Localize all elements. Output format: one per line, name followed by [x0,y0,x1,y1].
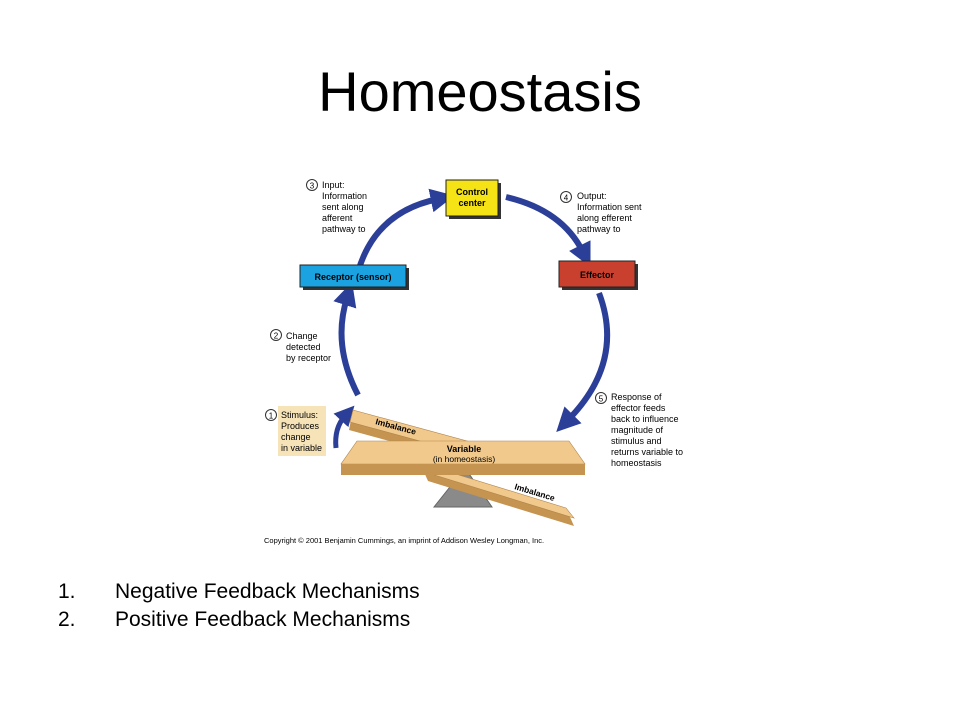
feedback-list: 1. Negative Feedback Mechanisms 2. Posit… [58,578,420,634]
svg-text:change: change [281,432,311,442]
list-item: 1. Negative Feedback Mechanisms [58,578,420,606]
variable-sublabel: (in homeostasis) [433,454,496,464]
control-center-label: Control [456,187,488,197]
step-2-change-detected: 2 Change detected by receptor [270,329,331,363]
svg-text:homeostasis: homeostasis [611,458,662,468]
step-3-input: 3 Input: Information sent along afferent… [306,179,367,234]
arrow-stimulus [333,405,355,449]
list-item-text: Positive Feedback Mechanisms [115,608,411,631]
svg-text:Change: Change [286,331,318,341]
plank-level-edge [341,464,585,475]
svg-text:pathway to: pathway to [577,224,621,234]
svg-text:Stimulus:: Stimulus: [281,410,318,420]
svg-text:in variable: in variable [281,443,322,453]
step-4-output: 4 Output: Information sent along efferen… [560,191,642,234]
svg-text:3: 3 [310,182,315,191]
svg-text:detected: detected [286,342,321,352]
svg-text:back to influence: back to influence [611,414,679,424]
svg-text:Information sent: Information sent [577,202,642,212]
effector-label: Effector [580,270,615,280]
svg-text:1: 1 [269,412,274,421]
svg-text:afferent: afferent [322,213,353,223]
arrow-effector-to-variable [556,291,611,432]
svg-text:2: 2 [274,332,279,341]
receptor-label: Receptor (sensor) [314,272,391,282]
svg-text:by receptor: by receptor [286,353,331,363]
arrow-input-to-control [355,188,455,273]
svg-text:Information: Information [322,191,367,201]
arrow-variable-to-receptor [333,281,361,397]
seesaw: Variable (in homeostasis) Imbalance Imba… [340,409,586,526]
step-5-response: 5 Response of effector feeds back to inf… [595,392,683,468]
step-1-stimulus: 1 Stimulus: Produces change in variable [265,406,326,456]
step-number-5 [595,392,607,404]
step-number-4 [560,191,572,203]
svg-text:Response of: Response of [611,392,662,402]
list-item-text: Negative Feedback Mechanisms [115,580,420,603]
svg-text:sent along: sent along [322,202,364,212]
list-item-number: 1. [58,580,76,603]
svg-text:along efferent: along efferent [577,213,632,223]
variable-label: Variable [447,444,482,454]
arrow-control-to-effector [505,194,591,268]
svg-text:magnitude of: magnitude of [611,425,664,435]
svg-text:Produces: Produces [281,421,320,431]
step-number-1 [265,409,277,421]
list-item-number: 2. [58,608,76,631]
svg-text:4: 4 [564,194,569,203]
svg-text:Output:: Output: [577,191,607,201]
effector-box: Effector [558,260,638,290]
svg-text:returns variable to: returns variable to [611,447,683,457]
stimulus-box [278,406,326,456]
receptor-box: Receptor (sensor) [299,264,409,290]
svg-text:Input:: Input: [322,180,345,190]
control-center-box: Control center [445,179,501,219]
list-item: 2. Positive Feedback Mechanisms [58,606,420,634]
control-center-label: center [458,198,486,208]
step-number-3 [306,179,318,191]
copyright-text: Copyright © 2001 Benjamin Cummings, an i… [264,536,544,545]
svg-text:stimulus and: stimulus and [611,436,662,446]
step-number-2 [270,329,282,341]
svg-text:effector feeds: effector feeds [611,403,666,413]
svg-text:5: 5 [599,395,604,404]
slide-title: Homeostasis [318,60,642,123]
svg-text:pathway to: pathway to [322,224,366,234]
